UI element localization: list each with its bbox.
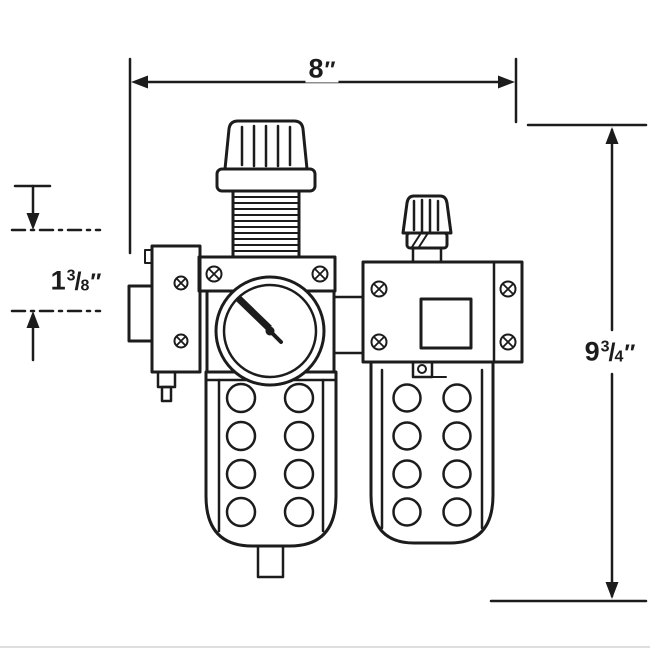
- grip-hole: [442, 497, 472, 527]
- pressure-gauge: [214, 275, 326, 387]
- lubricator-body: [361, 260, 524, 364]
- screw-cross-icon: [373, 283, 385, 295]
- grip-hole: [392, 459, 422, 489]
- screw-icon: [205, 265, 223, 283]
- screw-icon: [370, 280, 388, 298]
- fraction-slash: /: [74, 267, 82, 296]
- grip-hole: [442, 459, 472, 489]
- height-dimension: [489, 123, 648, 603]
- inches-mark: ″: [324, 56, 336, 83]
- screw-icon: [173, 333, 189, 349]
- bowl-outline: [369, 360, 495, 545]
- knob-ribs: [412, 198, 440, 233]
- bowl-drain-stem: [256, 544, 285, 579]
- knob-cap: [401, 194, 453, 235]
- grip-hole: [225, 496, 257, 528]
- inches-mark: ″: [624, 339, 636, 366]
- screw-icon: [499, 333, 517, 351]
- gauge-hub: [265, 326, 275, 336]
- frl-unit: [127, 119, 524, 579]
- arrowhead-right-icon: [498, 75, 515, 89]
- page-bottom-divider: [0, 646, 650, 648]
- knob-ribs: [240, 124, 292, 168]
- inches-mark: ″: [90, 268, 102, 295]
- width-dimension-label: 8″: [305, 53, 339, 84]
- fraction-slash: /: [608, 338, 616, 367]
- regulator-threaded-stem: [231, 189, 301, 259]
- filter-bowl: [204, 370, 338, 579]
- screw-cross-icon: [314, 268, 326, 280]
- arrowhead-up-icon: [605, 127, 619, 144]
- lubricator-knob: [401, 194, 453, 264]
- bracket-drain-tip: [160, 385, 173, 403]
- thread-lines: [232, 196, 300, 252]
- grip-hole: [283, 496, 315, 528]
- screw-cross-icon: [502, 283, 514, 295]
- width-dimension: [128, 57, 518, 255]
- latch-housing: [411, 360, 434, 379]
- inlet-port: [127, 284, 154, 343]
- grip-hole: [225, 382, 257, 414]
- arrowhead-left-icon: [131, 75, 148, 89]
- screw-icon: [311, 265, 329, 283]
- hatch-marks-icon: [411, 232, 429, 248]
- screw-icon: [173, 275, 189, 291]
- grip-edges: [380, 368, 484, 530]
- bowl-latch: [411, 360, 447, 379]
- stem-outline: [231, 189, 301, 259]
- gauge-needle-icon: [236, 296, 272, 330]
- grip-hole: [225, 458, 257, 490]
- arrowhead-down-icon: [605, 582, 619, 599]
- grip-hole: [283, 420, 315, 452]
- grip-hole: [283, 382, 315, 414]
- module-connector: [332, 295, 365, 355]
- knob-flange: [215, 167, 317, 193]
- knob-cap: [223, 119, 309, 171]
- grip-hole: [225, 420, 257, 452]
- fraction-denominator: 4: [614, 348, 624, 366]
- offset-dimension-label: 13/8″: [47, 265, 105, 296]
- grip-hole: [392, 383, 422, 413]
- grip-edges: [217, 378, 325, 533]
- bracket-drain-stem: [156, 370, 177, 389]
- sight-window: [419, 297, 473, 350]
- screw-icon: [499, 280, 517, 298]
- grip-holes: [392, 383, 472, 527]
- height-dimension-label: 93/4″: [581, 336, 639, 367]
- grip-hole: [392, 497, 422, 527]
- screw-cross-icon: [373, 336, 385, 348]
- grip-hole: [442, 383, 472, 413]
- screw-cross-icon: [175, 335, 187, 347]
- screw-cross-icon: [208, 268, 220, 280]
- regulator-knob: [215, 119, 317, 193]
- knob-neck: [411, 246, 443, 264]
- latch-pin: [417, 364, 427, 374]
- gauge-face: [222, 283, 318, 379]
- bowl-outline: [204, 370, 338, 548]
- arrowhead-down-icon: [26, 213, 40, 230]
- dimension-value: 8: [308, 53, 324, 84]
- dimension-whole: 9: [584, 336, 600, 367]
- screw-cross-icon: [502, 336, 514, 348]
- grip-hole: [283, 458, 315, 490]
- lubricator-bowl: [369, 360, 495, 545]
- fraction-denominator: 8: [80, 277, 90, 295]
- dimension-whole: 1: [50, 265, 66, 296]
- grip-hole: [392, 421, 422, 451]
- screw-icon: [370, 333, 388, 351]
- fraction-numerator: 3: [66, 267, 76, 285]
- bracket-tab: [144, 249, 153, 264]
- fraction-numerator: 3: [600, 338, 610, 356]
- inlet-bracket: [127, 244, 202, 403]
- offset-dimension: [10, 184, 102, 362]
- grip-hole: [442, 421, 472, 451]
- screw-cross-icon: [175, 277, 187, 289]
- grip-holes: [225, 382, 315, 528]
- bracket-plate: [150, 244, 202, 374]
